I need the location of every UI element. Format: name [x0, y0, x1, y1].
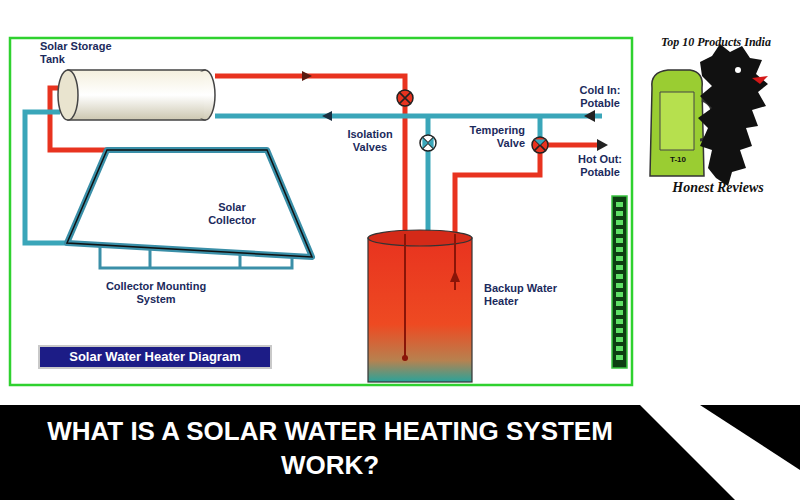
watermark-texture	[616, 355, 623, 360]
valve-label: Isolation Valves	[342, 128, 398, 153]
isolation-valve	[420, 135, 436, 151]
watermark-texture	[616, 319, 623, 324]
solar-collector: Solar Collector	[62, 145, 317, 260]
node-outline	[62, 145, 317, 260]
storage-tank: Solar Storage Tank	[40, 40, 220, 122]
node-label: Backup Water Heater	[484, 282, 576, 307]
watermark-texture	[616, 220, 623, 225]
watermark-texture	[616, 211, 623, 216]
watermark-texture	[616, 238, 623, 243]
flow-arrow	[584, 110, 595, 122]
flow-arrow	[597, 139, 608, 151]
part-label: Collector Mounting System	[100, 280, 212, 305]
logo-badge: T-10	[662, 155, 694, 164]
watermark-texture	[616, 229, 623, 234]
watermark-texture	[616, 346, 623, 351]
port-label: Hot Out: Potable	[572, 153, 628, 178]
watermark-texture	[616, 301, 623, 306]
node-label: Solar Collector	[194, 201, 270, 226]
title-banner	[0, 405, 735, 500]
flow-arrow	[302, 71, 312, 81]
tank-shape	[58, 70, 215, 120]
backup-heater: Backup Water Heater	[368, 230, 583, 382]
title: WHAT IS A SOLAR WATER HEATING SYSTEM WOR…	[20, 414, 640, 483]
logo	[650, 44, 768, 186]
watermark-texture	[616, 256, 623, 261]
heater-tank	[368, 230, 472, 382]
logo-text: Top 10 Products India	[640, 36, 792, 50]
watermark-texture	[616, 283, 623, 288]
watermark-texture	[616, 337, 623, 342]
watermark-texture	[616, 328, 623, 333]
watermark-band	[612, 196, 627, 368]
pipe	[25, 112, 67, 243]
isolation-valve	[397, 90, 413, 106]
tempering-valve	[532, 137, 548, 153]
node-label: Solar Storage Tank	[40, 40, 118, 65]
watermark-texture	[616, 292, 623, 297]
watermark-texture	[616, 274, 623, 279]
node-outline	[368, 230, 583, 382]
collector-panel	[67, 150, 312, 257]
port-label: Cold In: Potable	[572, 84, 628, 109]
frame	[10, 38, 632, 385]
valve-label: Tempering Valve	[455, 124, 525, 149]
flow-arrow	[322, 111, 332, 121]
node-outline	[40, 40, 220, 122]
banner-corner	[700, 405, 800, 470]
logo-text: Honest Reviews	[642, 180, 794, 196]
watermark-texture	[616, 265, 623, 270]
watermark-texture	[616, 202, 623, 207]
caption: Solar Water Heater Diagram	[38, 345, 272, 369]
watermark-texture	[616, 310, 623, 315]
watermark-texture	[616, 247, 623, 252]
